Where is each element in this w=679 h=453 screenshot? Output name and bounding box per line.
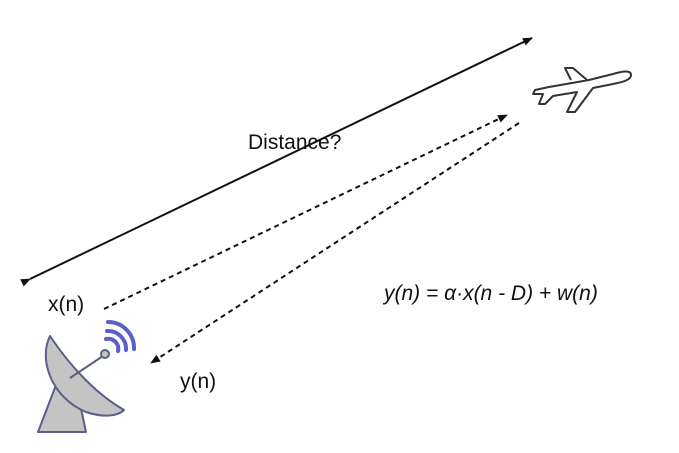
transmitted-signal-label: x(n) [48,293,85,316]
transmit-signal-arrow [103,114,508,310]
echo-signal-arrow [150,122,520,364]
distance-label: Distance? [248,131,342,154]
received-signal-label: y(n) [180,370,217,393]
signal-model-formula: y(n) = α·x(n - D) + w(n) [384,282,598,305]
signal-waves-icon [104,320,137,353]
distance-arrow [20,37,533,287]
radar-dish-icon [37,335,125,433]
airplane-icon [532,67,632,113]
